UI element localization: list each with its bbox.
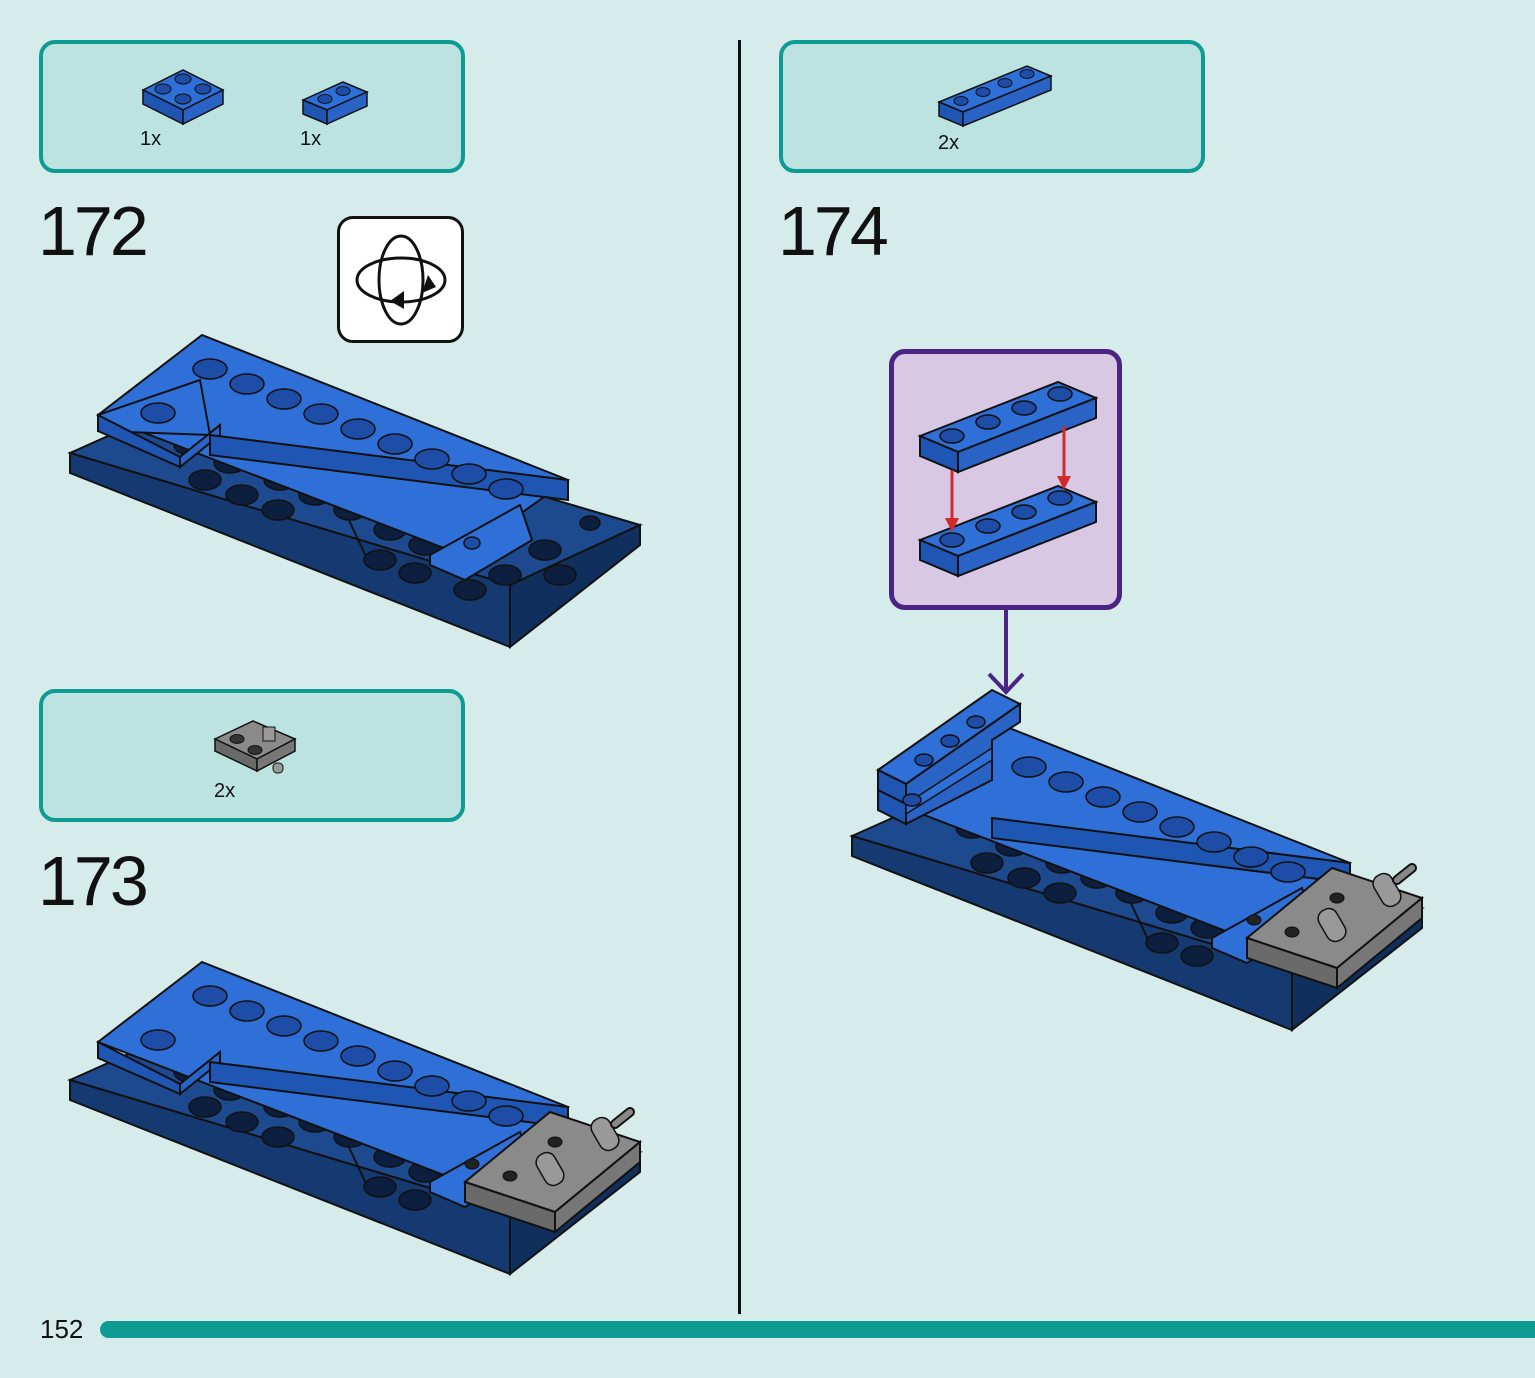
parts-box-step-174: 2x xyxy=(779,40,1205,173)
part-qty-plate-2x2: 1x xyxy=(140,128,162,150)
step-173-model xyxy=(67,960,643,1277)
stack-plates-diagram xyxy=(917,380,1099,578)
gray-hinge-plate-icon xyxy=(213,720,297,774)
blue-plate-1x2-icon xyxy=(301,81,369,126)
column-divider xyxy=(738,40,741,1314)
rotate-model-icon xyxy=(355,234,447,326)
part-qty-plate-1x2: 1x xyxy=(300,128,322,150)
page-number: 152 xyxy=(40,1314,84,1344)
part-qty-hinge-plate: 2x xyxy=(214,780,236,802)
step-174-model xyxy=(849,688,1425,1033)
parts-box-step-172: 1x 1x xyxy=(39,40,465,173)
rotate-model-box xyxy=(337,216,464,343)
step-number-172: 172 xyxy=(38,192,149,270)
parts-box-step-173: 2x xyxy=(39,689,465,822)
step-172-model xyxy=(67,333,643,650)
step-number-174: 174 xyxy=(778,192,889,270)
footer-bar xyxy=(100,1321,1535,1338)
blue-plate-1x4-icon xyxy=(937,65,1053,128)
step-number-173: 173 xyxy=(38,842,149,920)
callout-arrow-icon xyxy=(987,608,1025,695)
blue-plate-2x2-icon xyxy=(141,69,225,126)
part-qty-plate-1x4: 2x xyxy=(938,132,960,154)
sub-assembly-callout xyxy=(889,349,1122,610)
